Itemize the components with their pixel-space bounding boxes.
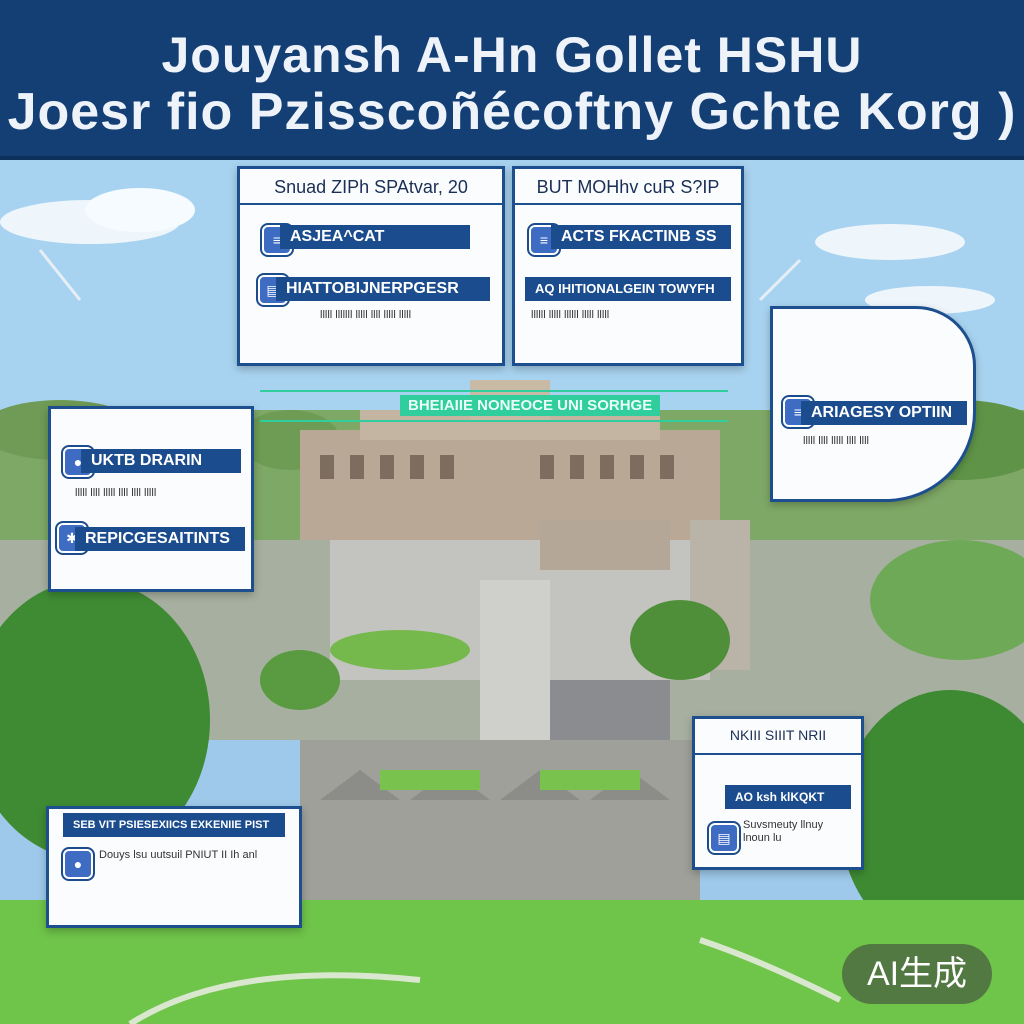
card-section-bar[interactable]: ACTS FKACTINB SS [551,225,731,249]
card-section-bar[interactable]: UKTB DRARIN [81,449,241,473]
card-section-bar[interactable]: AO ksh klKQKT [725,785,851,809]
card-section-bar[interactable]: REPICGESAITINTS [75,527,245,551]
card-section-bar[interactable]: ARIAGESY OPTIIN [801,401,967,425]
page-title: Jouyansh A-Hn Gollet HSHU [161,27,863,83]
page-subtitle: Joesr fio Pzisscoñécoftny Gchte Korg ) [7,83,1017,141]
banner-label: BHEIAIIE NONEOCE UNI SORHGE [400,395,661,416]
card-body-text: lllll llll lllll llll llll lllll [75,487,157,499]
card-body-text: Douys lsu uutsuil PNIUT II Ih anl [99,849,258,861]
person-icon: ● [63,849,93,879]
info-card-mid-right: ≡ ARIAGESY OPTIIN lllll llll lllll llll … [770,306,976,502]
info-card-bottom-right: NKIII SIIIT NRII AO ksh klKQKT ▤ Suvsmeu… [692,716,864,870]
center-banner: BHEIAIIE NONEOCE UNI SORHGE [260,390,728,422]
info-card-mid-left: ● UKTB DRARIN lllll llll lllll llll llll… [48,406,254,592]
card-heading: NKIII SIIIT NRII [695,719,861,755]
card-body-text: Suvsmeuty llnuy lnoun lu [743,819,824,844]
card-section-bar[interactable]: AQ IHITIONALGEIN TOWYFH [525,277,731,301]
card-section-bar[interactable]: ASJEA^CAT [280,225,470,249]
card-section-bar[interactable]: HIATTOBIJNERPGESR [276,277,490,301]
card-body-text: llllll lllll llllll lllll lllll [531,309,610,321]
card-body-text: lllll lllllll lllll llll lllll lllll [320,309,412,321]
chart-icon: ▤ [709,823,739,853]
card-heading: BUT MOHhv cuR S?IP [515,169,741,205]
card-section-bar[interactable]: SEB VIT PSIESEXIICS EXKENIIE PIST [63,813,285,837]
info-card-top-right: BUT MOHhv cuR S?IP ≡ ACTS FKACTINB SS AQ… [512,166,744,366]
title-banner: Jouyansh A-Hn Gollet HSHU Joesr fio Pzis… [0,0,1024,160]
ai-generated-watermark: AI生成 [842,944,992,1004]
card-heading: Snuad ZIPh SPAtvar, 20 [240,169,502,205]
info-card-bottom-left: SEB VIT PSIESEXIICS EXKENIIE PIST ● Douy… [46,806,302,928]
card-body-text: lllll llll lllll llll llll [803,435,869,447]
info-card-top-left: Snuad ZIPh SPAtvar, 20 ≡ ASJEA^CAT ▤ HIA… [237,166,505,366]
